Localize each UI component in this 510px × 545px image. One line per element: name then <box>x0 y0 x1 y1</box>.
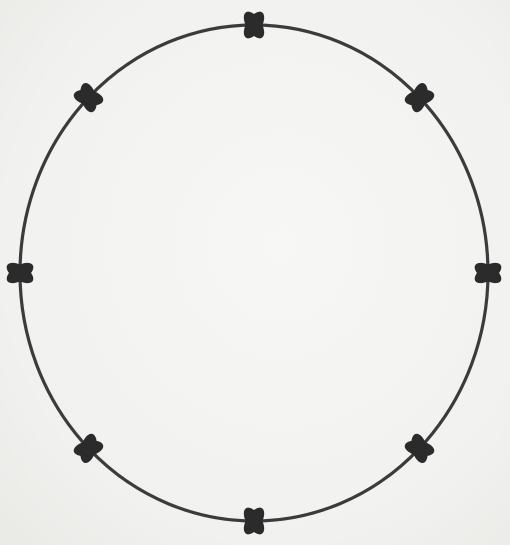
knot-core <box>248 16 260 34</box>
knot-core <box>11 267 29 279</box>
knot-core <box>479 267 497 279</box>
ring-nodes <box>3 8 504 537</box>
knot-core <box>248 512 260 530</box>
